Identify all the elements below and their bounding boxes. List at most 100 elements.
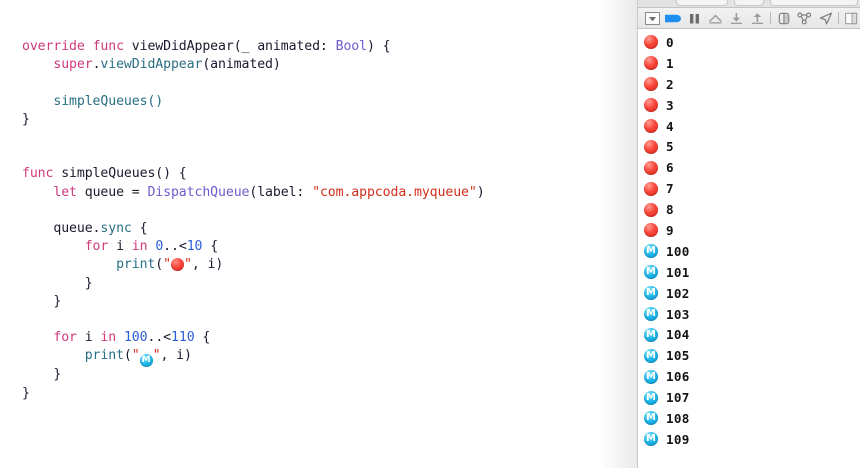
code-token-plain: i [108, 239, 132, 255]
code-token-meth: print [116, 257, 156, 273]
code-token-plain: . [92, 57, 101, 73]
code-token-plain [22, 330, 53, 345]
code-token-plain [124, 39, 132, 54]
code-token-str: " [163, 257, 171, 273]
console-output-row[interactable]: 2 [638, 74, 860, 95]
code-token-num: 10 [186, 239, 203, 255]
console-output-row[interactable]: 3 [638, 95, 860, 116]
console-output-row[interactable]: 4 [638, 116, 860, 137]
code-token-plain: (label: [249, 184, 313, 200]
circled-m-emoji: M [644, 369, 658, 384]
console-output-value: 8 [666, 202, 674, 218]
toolbar-separator-1 [770, 12, 771, 24]
code-token-plain: i [76, 330, 101, 346]
red-circle-emoji [644, 223, 658, 238]
code-token-meth: simpleQueues() [22, 93, 164, 109]
circled-m-emoji: M [644, 265, 658, 280]
console-output-value: 6 [666, 160, 674, 176]
code-token-kw: func [92, 39, 124, 54]
code-token-str: "com.appcoda.myqueue" [312, 184, 477, 200]
view-debug-hierarchy-icon[interactable] [773, 9, 794, 28]
simulate-location-icon[interactable] [815, 9, 836, 28]
circled-m-emoji: M [139, 354, 153, 368]
variables-view-icon[interactable] [841, 9, 860, 28]
code-token-meth: sync [100, 221, 132, 237]
segment-1[interactable] [676, 0, 728, 6]
toolbar-separator-2 [838, 12, 839, 24]
code-token-kw: for [53, 330, 77, 346]
code-token-plain: (_ animated: [233, 39, 336, 54]
console-output-value: 3 [666, 97, 674, 113]
code-token-plain [85, 39, 93, 54]
code-token-str: " [183, 257, 192, 273]
code-token-plain [22, 348, 85, 363]
code-token-kw: override [22, 39, 85, 54]
console-output-row[interactable]: 5 [638, 136, 860, 157]
red-circle-emoji [644, 77, 658, 92]
code-token-kw: in [100, 330, 117, 346]
step-out-icon[interactable] [747, 9, 768, 28]
console-output-value: 9 [666, 222, 674, 238]
code-token-plain: } [22, 293, 62, 309]
red-circle-emoji [644, 98, 658, 113]
code-token-plain: ( [123, 348, 132, 364]
debug-toolbar[interactable] [638, 8, 860, 29]
code-token-plain: simpleQueues() { [61, 166, 187, 182]
code-token-str: " [152, 348, 161, 364]
code-token-plain: queue = [76, 184, 148, 200]
code-token-plain: ) { [366, 39, 391, 54]
console-output-row[interactable]: 1 [638, 53, 860, 74]
red-circle-emoji [644, 35, 658, 50]
code-token-kw: let [53, 184, 77, 200]
code-token-plain: { [131, 221, 148, 237]
pause-icon[interactable] [684, 9, 705, 28]
console-output-value: 102 [666, 285, 690, 301]
console-output-row[interactable]: 6 [638, 157, 860, 178]
console-output-value: 103 [666, 306, 690, 322]
circled-m-emoji: M [644, 327, 658, 342]
red-circle-emoji [644, 202, 658, 217]
console-output-value: 2 [666, 76, 674, 92]
step-into-icon[interactable] [726, 9, 747, 28]
filter-dropdown-icon[interactable] [642, 9, 663, 28]
segment-3[interactable] [770, 0, 858, 6]
step-over-icon[interactable] [705, 9, 726, 28]
code-token-plain: viewDidAppear [131, 39, 234, 54]
console-output-value: 7 [666, 181, 674, 197]
red-circle-emoji [644, 181, 658, 196]
code-token-plain: ..< [147, 330, 172, 346]
console-output-value: 5 [666, 139, 674, 155]
console-output-row[interactable]: 9 [638, 220, 860, 241]
segment-2[interactable] [734, 0, 764, 6]
console-output-value: 107 [666, 390, 690, 406]
code-token-kw: super [53, 57, 93, 73]
code-token-plain: queue. [22, 221, 101, 237]
code-token-plain [22, 185, 53, 200]
circled-m-emoji: M [644, 411, 658, 426]
code-token-plain: } [22, 367, 62, 383]
console-output-value: 1 [666, 55, 674, 71]
red-circle-emoji [644, 139, 658, 154]
console-output-row[interactable]: 8 [638, 199, 860, 220]
console-output-row[interactable]: 7 [638, 178, 860, 199]
source-editor[interactable]: override func viewDidAppear(_ animated: … [0, 0, 636, 468]
tag-icon[interactable] [663, 9, 684, 28]
code-token-meth: viewDidAppear [100, 57, 203, 73]
memory-graph-icon[interactable] [794, 9, 815, 28]
code-token-plain [22, 57, 53, 72]
swift-source-code[interactable]: override func viewDidAppear(_ animated: … [22, 38, 485, 403]
console-output-row[interactable]: 0 [638, 32, 860, 53]
code-token-plain: ( [155, 257, 164, 273]
